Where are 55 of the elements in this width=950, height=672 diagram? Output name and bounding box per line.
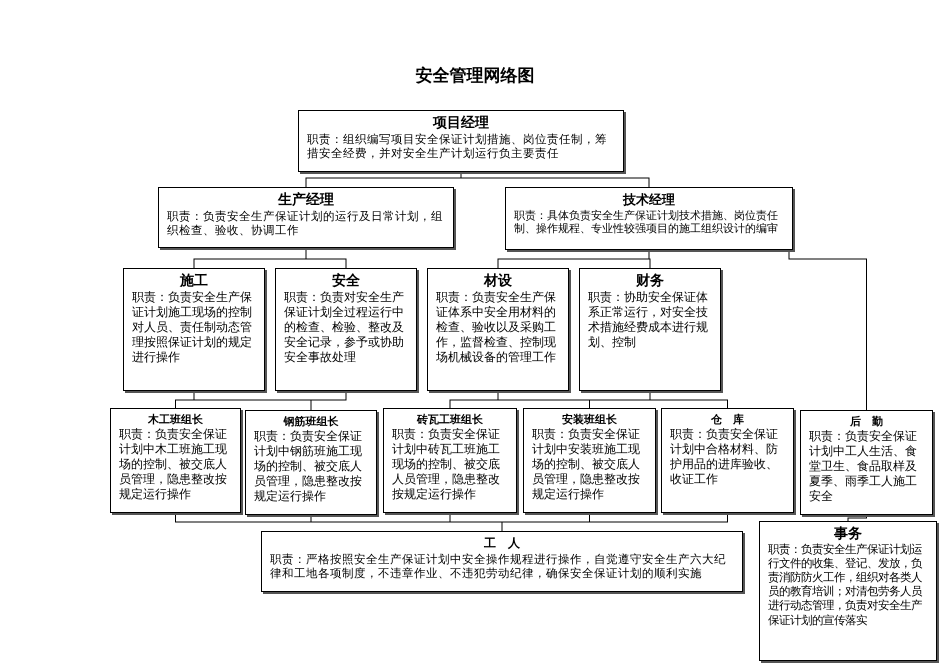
role-title: 财务 [635,272,665,290]
duty-text: 职责：组织编写项目安全保证计划措施、岗位责任制，筹措安全经费，并对安全生产计划运行负主要责任 [307,132,608,161]
role-title: 仓 库 [710,412,745,427]
role-box [245,410,377,515]
duty-text: 职责：负责安全保证计划中钢筋班施工现场的控制、被交底人员管理，隐患整改按规定运行操作 [254,429,363,504]
role-box [275,268,417,391]
role-title: 项目经理 [432,114,490,132]
connector-line [788,250,867,410]
role-box [505,187,793,250]
connector-line [310,390,346,410]
duty-text: 职责：负责安全生产保证体系中安全用材料的检查、验收以及采购工作，监督检查、控制现场机械设备的管理工作 [436,290,557,365]
role-box [383,408,517,513]
diagram-title: 安全管理网络图 [414,65,536,87]
connector-line [848,514,867,522]
duty-text: 职责：负责安全生产保证计划的运行及日常计划，组织检查、验收、协调工作 [167,209,444,238]
duty-text: 职责：协助安全保证体系正常运行，对安全技术措施经费成本进行规划、控制 [588,290,709,350]
connector-line [498,390,728,408]
role-title: 钢筋班组长 [282,414,340,429]
role-box [427,268,569,391]
role-title: 材设 [482,272,513,290]
role-box [800,410,933,515]
duty-text: 职责：严格按照安全生产保证计划中安全操作规程进行操作，自觉遵守安全生产六大纪律和工地各项制度，不违章作业、不违犯劳动纪律，确保安全保证计划的顺利实施 [270,552,727,581]
connector-line [306,248,346,268]
role-box [523,408,656,513]
role-title: 生产经理 [276,191,335,209]
role-box [261,531,743,592]
connector-line [460,172,650,188]
role-title: 工 人 [483,535,521,552]
connector-line [502,512,728,532]
role-box [123,268,265,391]
duty-text: 职责：负责安全保证计划中安装班施工现场的控制、被交底人员管理，隐患整改按规定运行操作 [532,427,641,502]
role-box [661,408,794,513]
duty-text: 职责：负责安全生产保证计划运行文件的收集、登记、发放，负责消防防火工作，组织对各类人员的教育培训；对清包劳务人员进行动态管理，负责对安全生产保证计划的宣传落实 [768,543,924,628]
role-title: 施工 [178,272,209,290]
role-title: 事务 [833,525,863,543]
duty-text: 职责：具体负责安全生产保证计划技术措施、岗位责任制、操作规程、专业性较强项目的施工组织设计的编审 [514,209,779,236]
duty-text: 职责：负责安全保证计划中砖瓦工班施工现场的控制、被交底人员管理，隐患整改按规定运行操作 [392,427,501,502]
role-box [158,187,454,248]
role-box [759,521,937,661]
role-title: 安装班组长 [561,412,618,427]
role-title: 后 勤 [849,414,884,429]
duty-text: 职责：负责安全生产保证计划施工现场的控制对人员、责任制动态管理按照保证计划的规定进行操作 [132,290,253,365]
role-title: 安全 [331,272,361,290]
duty-text: 职责：负责安全保证计划中木工班施工现场的控制、被交底人员管理，隐患整改按规定运行操作 [119,427,228,502]
role-title: 砖瓦工班组长 [416,412,484,427]
connector-line [648,250,650,268]
role-title: 木工班组长 [146,412,204,427]
duty-text: 职责：负责对安全生产保证计划全过程运行中的检查、检验、整改及安全记录，参予或协助安全事故处理 [284,290,405,365]
connector-line [589,390,650,408]
role-box [298,110,624,172]
role-title: 技术经理 [622,192,676,209]
role-box [579,268,721,391]
role-box [110,408,241,513]
duty-text: 职责：负责安全保证计划中合格材料、防护用品的进库验收、收证工作 [670,427,779,487]
duty-text: 职责：负责安全保证计划中工人生活、食堂卫生、食品取样及夏季、雨季工人施工安全 [809,429,918,504]
